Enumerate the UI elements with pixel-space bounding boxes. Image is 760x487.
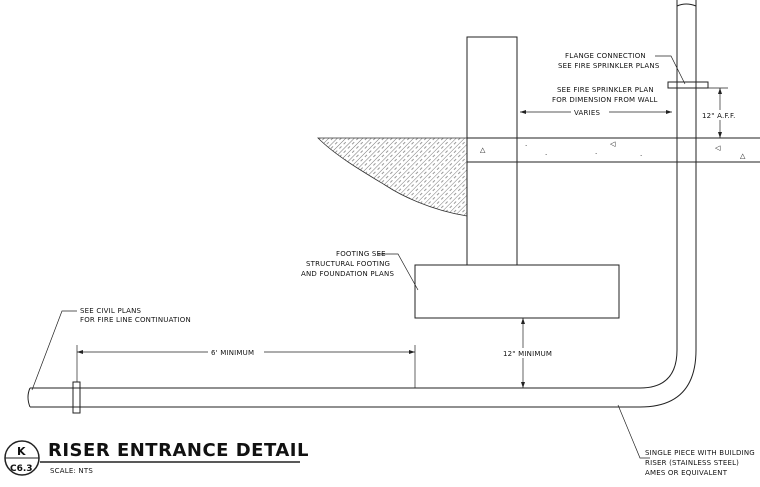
- aff-label: 12" A.F.F.: [702, 112, 736, 120]
- footing-note-line3: AND FOUNDATION PLANS: [301, 270, 394, 278]
- svg-text:·: ·: [640, 152, 642, 160]
- fire-line-pipe-inner: [30, 0, 697, 408]
- twelve-inch-dimension: 12" MINIMUM: [500, 317, 552, 388]
- varies-dimension: VARIES: [516, 89, 672, 118]
- flange-note-line1: FLANGE CONNECTION: [565, 52, 646, 60]
- fire-line-pipe: [30, 0, 678, 389]
- title-block: K C6.3 RISER ENTRANCE DETAIL SCALE: NTS: [4, 440, 309, 476]
- riser-note-line3: AMES OR EQUIVALENT: [645, 469, 728, 477]
- six-foot-dimension: 6' MINIMUM: [76, 345, 416, 388]
- svg-text:◁: ◁: [715, 144, 721, 152]
- flange-note: FLANGE CONNECTION SEE FIRE SPRINKLER PLA…: [558, 52, 686, 85]
- civil-note-line1: SEE CIVIL PLANS: [80, 307, 142, 315]
- riser-note-line1: SINGLE PIECE WITH BUILDING: [645, 449, 755, 457]
- pipe-break-top: [676, 3, 697, 7]
- varies-label: VARIES: [574, 109, 600, 117]
- detail-title: RISER ENTRANCE DETAIL: [48, 440, 309, 461]
- svg-text:△: △: [740, 152, 746, 160]
- footing-note-line2: STRUCTURAL FOOTING: [306, 260, 390, 268]
- svg-text:·: ·: [525, 142, 527, 150]
- riser-material-note: SINGLE PIECE WITH BUILDING RISER (STAINL…: [617, 404, 755, 477]
- floor-slab: △ · ◁ · ◁ △ · ·: [467, 137, 760, 163]
- detail-scale: SCALE: NTS: [50, 467, 93, 475]
- footing-note-line1: FOOTING SEE: [336, 250, 386, 258]
- svg-text:◁: ◁: [610, 140, 616, 148]
- svg-text:·: ·: [595, 150, 597, 158]
- soil-hatch: [317, 137, 468, 217]
- footing-note: FOOTING SEE STRUCTURAL FOOTING AND FOUND…: [301, 250, 419, 291]
- sprinkler-note-line2: FOR DIMENSION FROM WALL: [552, 96, 658, 104]
- six-minimum-label: 6' MINIMUM: [211, 349, 254, 357]
- badge-letter: K: [17, 445, 26, 458]
- sprinkler-note-line1: SEE FIRE SPRINKLER PLAN: [557, 86, 654, 94]
- civil-note: SEE CIVIL PLANS FOR FIRE LINE CONTINUATI…: [31, 307, 191, 391]
- svg-text:△: △: [480, 146, 486, 154]
- riser-note-line2: RISER (STAINLESS STEEL): [645, 459, 739, 467]
- pipe-coupling: [72, 381, 81, 414]
- footing: [414, 264, 620, 319]
- flange-connection: [667, 81, 709, 89]
- aff-dimension: 12" A.F.F.: [700, 87, 742, 138]
- wall: [466, 36, 518, 266]
- flange-note-line2: SEE FIRE SPRINKLER PLANS: [558, 62, 660, 70]
- civil-note-line2: FOR FIRE LINE CONTINUATION: [80, 316, 191, 324]
- twelve-minimum-label: 12" MINIMUM: [503, 350, 552, 358]
- svg-text:·: ·: [545, 151, 547, 159]
- pipe-break-left: [27, 387, 31, 408]
- badge-sheet: C6.3: [10, 464, 33, 474]
